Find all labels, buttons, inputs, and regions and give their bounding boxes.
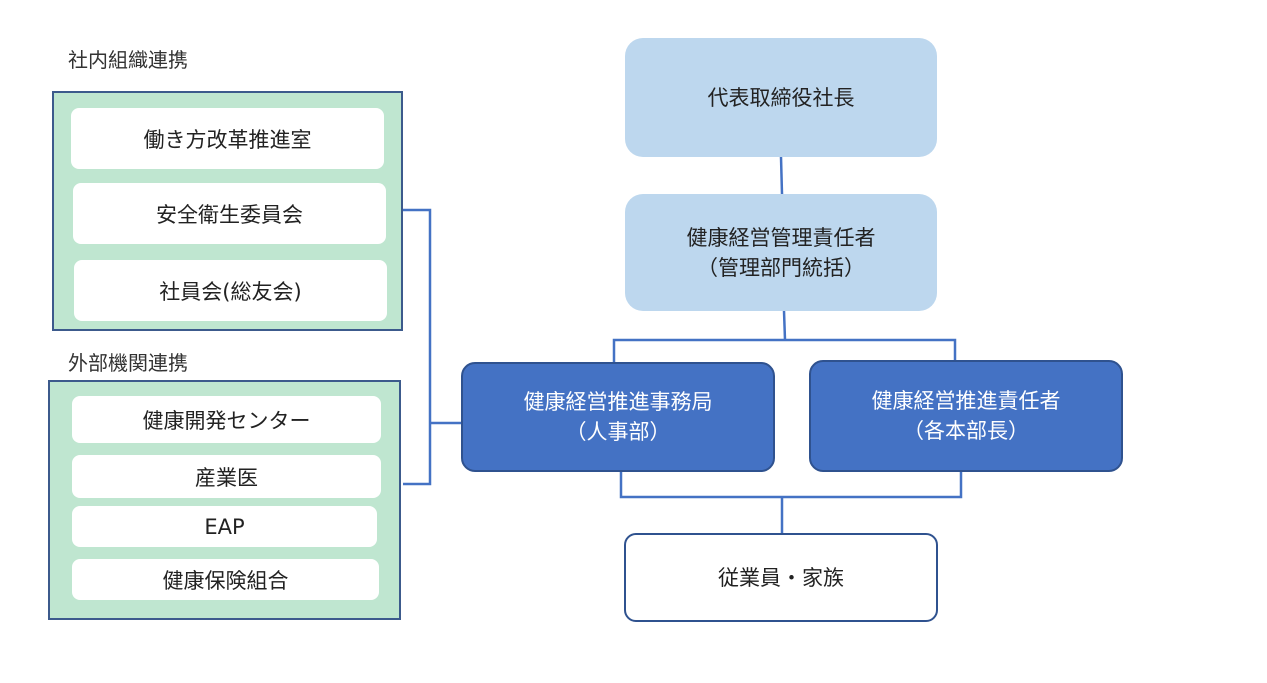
external-item: 健康保険組合 — [72, 559, 379, 600]
promotion-office-subtitle: （人事部） — [565, 420, 671, 444]
promotion-office-node: 健康経営推進事務局 （人事部） — [461, 362, 775, 472]
employees-node: 従業員・家族 — [624, 533, 938, 622]
promotion-lead-title: 健康経営推進責任者 — [871, 389, 1061, 413]
internal-item: 安全衛生委員会 — [73, 183, 386, 244]
employees-title: 従業員・家族 — [718, 565, 844, 590]
internal-item: 働き方改革推進室 — [71, 108, 384, 169]
external-item: 健康開発センター — [72, 396, 381, 443]
health-manager-subtitle: （管理部門統括） — [697, 255, 865, 280]
external-group: 健康開発センター 産業医 EAP 健康保険組合 — [48, 380, 401, 620]
promotion-lead-subtitle: （各本部長） — [903, 419, 1029, 443]
promotion-lead-node: 健康経営推進責任者 （各本部長） — [809, 360, 1123, 472]
health-manager-node: 健康経営管理責任者 （管理部門統括） — [625, 194, 937, 311]
internal-section-label: 社内組織連携 — [68, 48, 188, 72]
connector-branch-top — [612, 338, 957, 362]
connector-groups-bracket — [403, 208, 432, 486]
connector-president-manager — [779, 156, 784, 195]
connector-manager-branch — [782, 310, 787, 341]
external-item: 産業医 — [72, 455, 381, 498]
external-item: EAP — [72, 506, 377, 547]
president-node: 代表取締役社長 — [625, 38, 937, 157]
internal-item: 社員会(総友会) — [74, 260, 387, 321]
health-manager-title: 健康経営管理責任者 — [686, 225, 876, 250]
connector-branch-bottom — [619, 472, 963, 499]
internal-group: 働き方改革推進室 安全衛生委員会 社員会(総友会) — [52, 91, 403, 331]
president-title: 代表取締役社長 — [707, 85, 855, 110]
promotion-office-title: 健康経営推進事務局 — [523, 390, 713, 414]
external-section-label: 外部機関連携 — [68, 351, 188, 375]
